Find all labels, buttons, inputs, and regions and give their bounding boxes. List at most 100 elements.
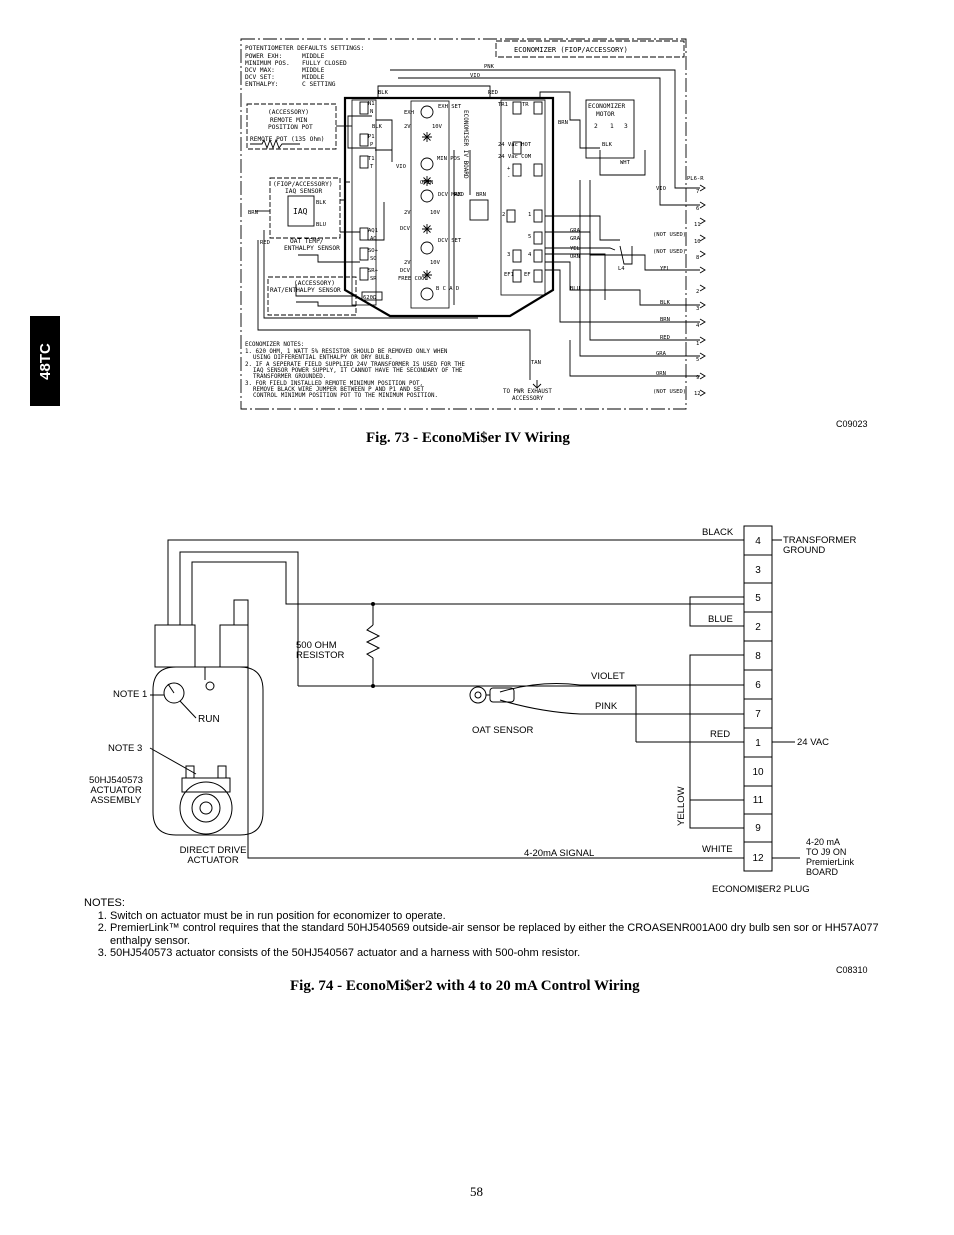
svg-text:3: 3 xyxy=(507,252,510,258)
svg-text:4-20mA SIGNAL: 4-20mA SIGNAL xyxy=(524,848,594,859)
svg-text:(NOT USED): (NOT USED) xyxy=(653,249,686,255)
svg-text:RESISTOR: RESISTOR xyxy=(296,650,345,661)
svg-text:OAT TEMP/: OAT TEMP/ xyxy=(290,238,324,245)
svg-text:WHITE: WHITE xyxy=(702,844,733,855)
svg-text:POSITION POT: POSITION POT xyxy=(268,124,313,131)
svg-text:FULLY CLOSED: FULLY CLOSED xyxy=(302,60,347,67)
svg-text:P: P xyxy=(370,142,374,148)
svg-text:9: 9 xyxy=(755,823,761,834)
svg-text:(ACCESSORY): (ACCESSORY) xyxy=(294,280,335,287)
svg-text:2. IF A SEPERATE FIELD SUPPLIE: 2. IF A SEPERATE FIELD SUPPLIED 24V TRAN… xyxy=(245,362,465,368)
svg-text:1: 1 xyxy=(755,738,761,749)
svg-text:SR: SR xyxy=(370,276,377,282)
svg-text:2: 2 xyxy=(502,212,505,218)
svg-text:6: 6 xyxy=(755,680,761,691)
note-item: 50HJ540573 actuator consists of the 50HJ… xyxy=(110,947,884,960)
fig73-wiring-diagram: POTENTIOMETER DEFAULTS SETTINGS: POWER E… xyxy=(240,38,706,410)
svg-text:8: 8 xyxy=(755,651,761,662)
svg-text:DCV SET: DCV SET xyxy=(438,238,462,244)
svg-text:TR: TR xyxy=(522,102,529,108)
svg-text:2: 2 xyxy=(696,289,699,295)
svg-text:EF1: EF1 xyxy=(504,272,514,278)
svg-text:VIO: VIO xyxy=(470,73,480,79)
fig74-caption: Fig. 74 - EconoMi$er2 with 4 to 20 mA Co… xyxy=(290,978,640,994)
svg-text:1: 1 xyxy=(610,123,614,130)
svg-text:MIDDLE: MIDDLE xyxy=(302,67,325,74)
svg-text:POWER EXH:: POWER EXH: xyxy=(245,53,282,60)
svg-text:BRN: BRN xyxy=(660,317,670,323)
fig74-code: C08310 xyxy=(836,965,868,975)
svg-text:YEL: YEL xyxy=(660,266,671,272)
fig73-defaults-header: POTENTIOMETER DEFAULTS SETTINGS: xyxy=(245,45,364,52)
svg-text:MIDDLE: MIDDLE xyxy=(302,74,325,81)
svg-text:ECONOMIZER: ECONOMIZER xyxy=(588,103,626,110)
svg-text:BOARD: BOARD xyxy=(806,867,839,877)
svg-text:WHT: WHT xyxy=(620,160,631,166)
svg-text:8: 8 xyxy=(696,255,699,261)
svg-text:50HJ540573: 50HJ540573 xyxy=(89,775,143,786)
svg-text:10V: 10V xyxy=(430,210,441,216)
svg-text:ASSEMBLY: ASSEMBLY xyxy=(91,795,142,806)
svg-text:N1: N1 xyxy=(368,101,375,107)
svg-text:RED: RED xyxy=(660,335,670,341)
svg-text:BLACK: BLACK xyxy=(702,527,734,538)
svg-text:ORN: ORN xyxy=(570,254,580,260)
svg-text:6: 6 xyxy=(696,206,699,212)
svg-text:DCV MAX:: DCV MAX: xyxy=(245,67,275,74)
svg-text:2: 2 xyxy=(755,622,761,633)
svg-text:EF: EF xyxy=(524,272,531,278)
svg-text:2: 2 xyxy=(594,123,598,130)
svg-text:5: 5 xyxy=(528,234,531,240)
svg-text:1: 1 xyxy=(696,341,699,347)
svg-text:(ACCESSORY): (ACCESSORY) xyxy=(268,109,309,116)
svg-text:IAQ SENSOR POWER SUPPLY, IT CA: IAQ SENSOR POWER SUPPLY, IT CANNOT HAVE … xyxy=(253,368,463,374)
svg-text:12: 12 xyxy=(752,853,764,864)
svg-text:24 Vac COM: 24 Vac COM xyxy=(498,154,532,160)
side-tab-label: 48TC xyxy=(36,342,54,380)
svg-text:TO PWR EXHAUST: TO PWR EXHAUST xyxy=(503,389,552,395)
svg-text:OPEN: OPEN xyxy=(420,180,433,186)
svg-text:5: 5 xyxy=(755,593,761,604)
svg-text:GRA: GRA xyxy=(570,236,581,242)
fig73-board-label: ECONOMISER IV BOARD xyxy=(462,110,469,179)
svg-text:BLU: BLU xyxy=(570,286,580,292)
svg-text:P1: P1 xyxy=(368,134,375,140)
svg-text:MOTOR: MOTOR xyxy=(596,111,615,118)
svg-text:3: 3 xyxy=(755,565,761,576)
svg-text:7: 7 xyxy=(696,189,699,195)
svg-text:3: 3 xyxy=(696,306,699,312)
svg-text:1. 620 OHM, 1 WATT 5% RESISTOR: 1. 620 OHM, 1 WATT 5% RESISTOR SHOULD BE… xyxy=(245,349,448,355)
fig73-iaq-label: IAQ xyxy=(293,207,308,216)
svg-text:DCV: DCV xyxy=(400,268,411,274)
svg-text:BRN: BRN xyxy=(248,210,258,216)
fig73-plug-label: PL6-R xyxy=(687,176,704,182)
svg-text:EXH: EXH xyxy=(404,110,414,116)
svg-text:PINK: PINK xyxy=(595,701,618,712)
svg-text:500 OHM: 500 OHM xyxy=(296,640,337,651)
svg-text:4: 4 xyxy=(528,252,532,258)
svg-text:-: - xyxy=(507,174,510,180)
svg-text:OAT SENSOR: OAT SENSOR xyxy=(472,725,534,736)
note-item: PremierLink™ control requires that the s… xyxy=(110,922,884,947)
fig74-wiring-diagram: 4 3 5 2 8 6 7 1 10 11 9 12 BLACK BLUE VI… xyxy=(89,525,857,895)
svg-text:5: 5 xyxy=(696,357,699,363)
svg-text:10: 10 xyxy=(694,239,701,245)
svg-text:T: T xyxy=(370,164,374,170)
fig74-plug-pins: 4 3 5 2 8 6 7 1 10 11 9 12 xyxy=(752,536,764,864)
fig74-plug-label: ECONOMI$ER2 PLUG xyxy=(712,884,810,895)
svg-text:10: 10 xyxy=(752,767,764,778)
svg-text:RED: RED xyxy=(454,192,464,198)
fig74-notes: NOTES: Switch on actuator must be in run… xyxy=(84,897,884,960)
svg-text:4: 4 xyxy=(755,536,761,547)
svg-text:RED: RED xyxy=(710,729,730,740)
svg-text:SR+: SR+ xyxy=(368,268,379,274)
svg-text:ACTUATOR: ACTUATOR xyxy=(187,855,239,866)
svg-text:(NOT USED): (NOT USED) xyxy=(653,232,686,238)
svg-text:DCV MAX: DCV MAX xyxy=(438,192,462,198)
svg-text:IAQ SENSOR: IAQ SENSOR xyxy=(285,188,323,195)
svg-text:ACCESSORY: ACCESSORY xyxy=(512,396,544,402)
svg-text:CONTROL MINIMUM POSITION POT T: CONTROL MINIMUM POSITION POT TO THE MINI… xyxy=(253,393,438,399)
notes-header: NOTES: xyxy=(84,897,125,909)
svg-text:RED: RED xyxy=(488,90,498,96)
svg-text:ENTHALPY SENSOR: ENTHALPY SENSOR xyxy=(284,245,340,252)
